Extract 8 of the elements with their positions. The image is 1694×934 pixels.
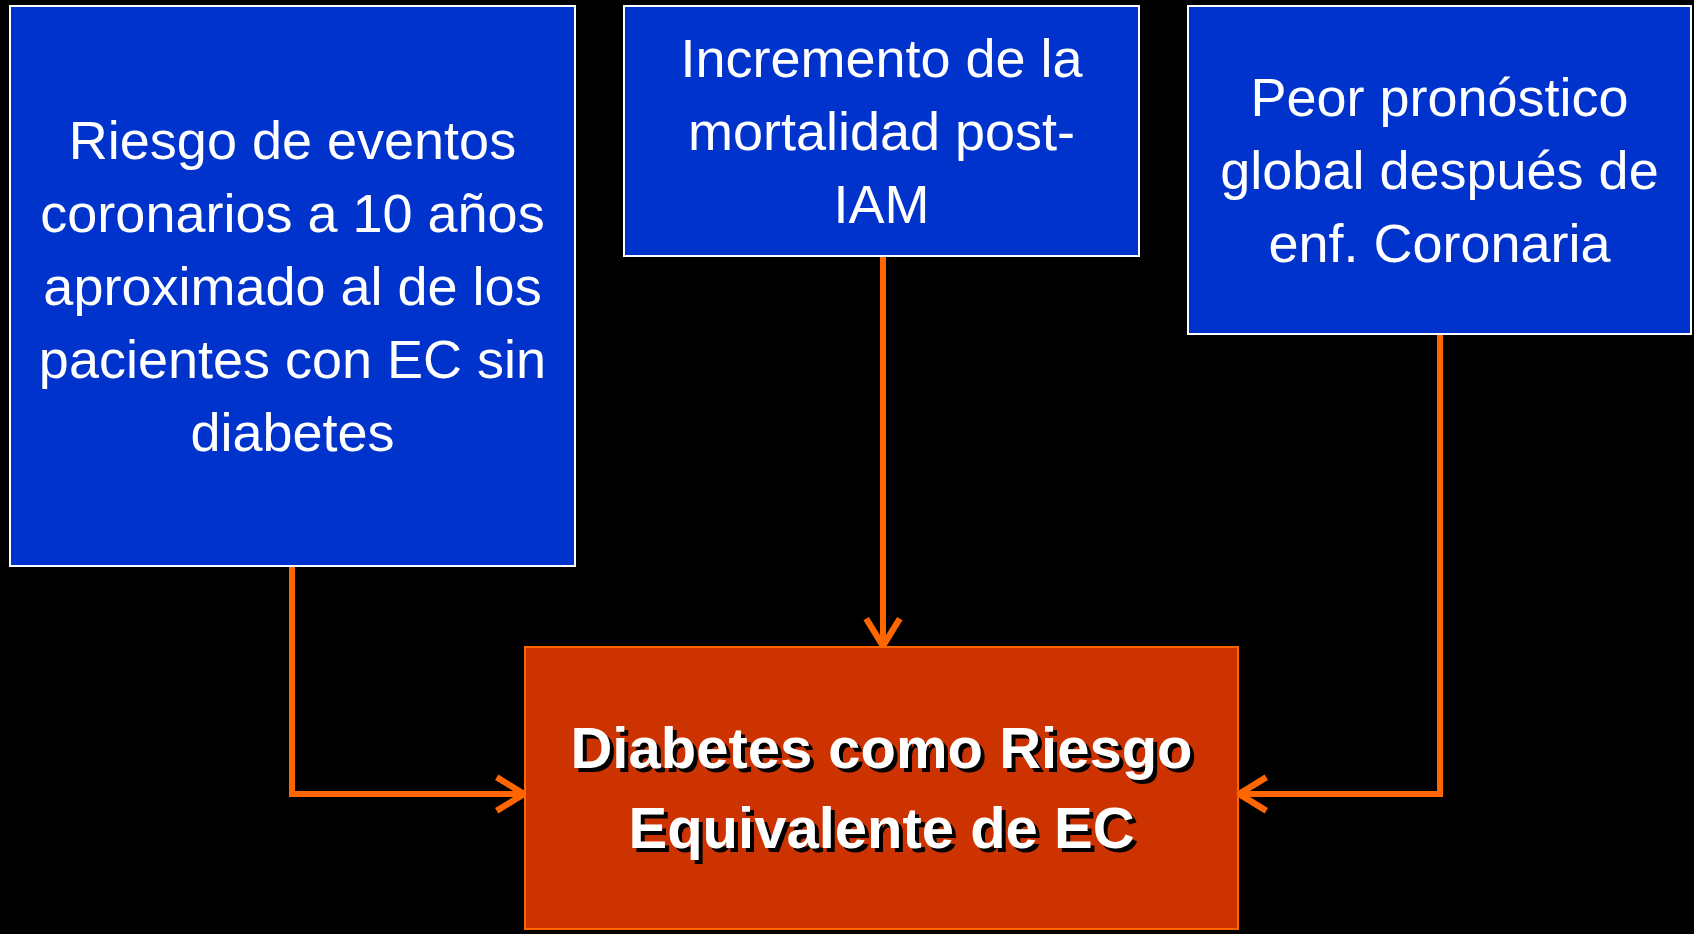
factor-text: Peor pronóstico global después de enf. Coronaria [1219,65,1660,275]
factor-text: Riesgo de eventos coronarios a 10 años aproximado al de los pacientes con EC sin diabetes [37,108,548,464]
factor-box [623,5,1140,257]
factor-box [1187,5,1692,335]
result-text: Diabetes como Riesgo Equivalente de EC [569,714,1194,862]
factor-box [9,5,576,567]
result-box [524,646,1239,930]
factor-text: Incremento de la mortalidad post-IAM [679,26,1084,236]
